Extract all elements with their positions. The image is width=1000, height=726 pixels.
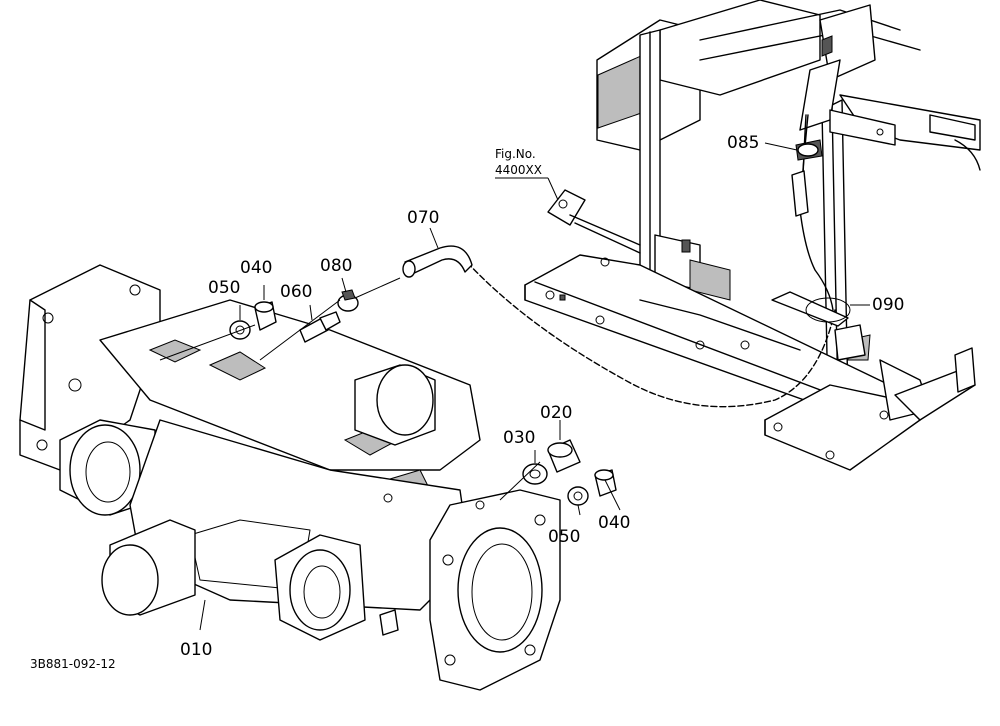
label-030: 030 xyxy=(503,428,535,448)
label-060: 060 xyxy=(280,282,312,302)
label-040-upper: 040 xyxy=(240,258,272,278)
drawing-code: 3B881-092-12 xyxy=(30,657,116,671)
label-070: 070 xyxy=(407,208,439,228)
wire-harness xyxy=(464,114,851,408)
part-labels: 010 020 030 040 040 050 050 060 080 070 … xyxy=(30,133,904,671)
label-020: 020 xyxy=(540,403,572,423)
label-040-lower: 040 xyxy=(598,513,630,533)
label-050-upper: 050 xyxy=(208,278,240,298)
label-080: 080 xyxy=(320,256,352,276)
fig-ref-line2: 4400XX xyxy=(495,163,542,177)
label-085: 085 xyxy=(727,133,759,153)
label-010: 010 xyxy=(180,640,212,660)
axle-housing-010 xyxy=(19,264,561,691)
label-050-lower: 050 xyxy=(548,527,580,547)
fig-ref-line1: Fig.No. xyxy=(495,147,536,161)
label-090: 090 xyxy=(872,295,904,315)
leader-lines xyxy=(159,142,870,631)
frame-assembly xyxy=(524,0,981,471)
